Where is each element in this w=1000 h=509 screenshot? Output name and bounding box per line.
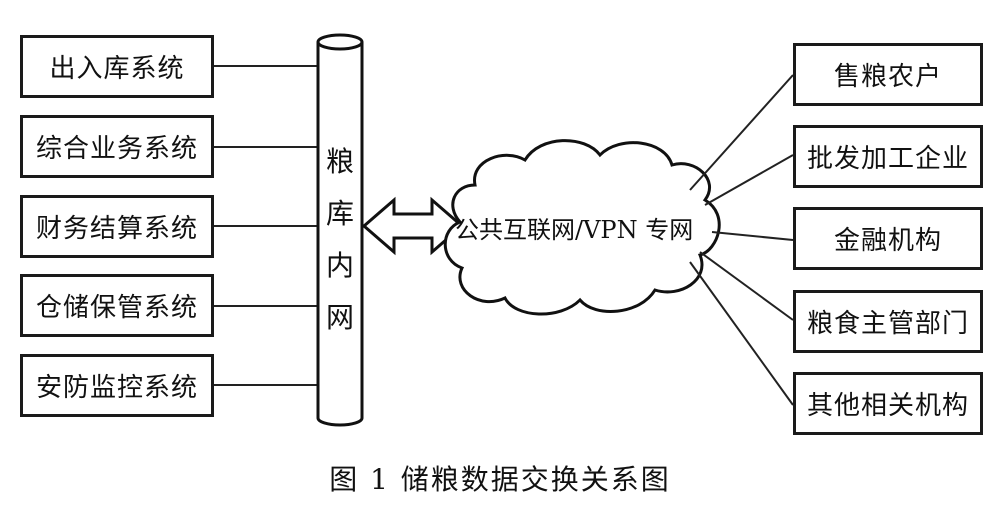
right-entity-box: 粮食主管部门 (793, 290, 983, 353)
right-entity-label: 批发加工企业 (806, 144, 969, 174)
right-entity-box: 批发加工企业 (793, 125, 983, 188)
left-system-label: 财务结算系统 (35, 214, 198, 244)
right-entity-box: 其他相关机构 (793, 372, 983, 435)
connector-line (704, 154, 794, 206)
right-entity-box: 金融机构 (793, 207, 983, 270)
connector-line (699, 251, 794, 321)
right-entity-box: 售粮农户 (793, 43, 983, 106)
left-system-box: 财务结算系统 (20, 195, 214, 258)
left-system-label: 仓储保管系统 (35, 293, 198, 323)
pipe-label-char: 网 (325, 301, 354, 334)
connector-line (689, 261, 794, 406)
left-system-box: 仓储保管系统 (20, 274, 214, 337)
cloud-label: 公共互联网/VPN 专网 (455, 216, 694, 244)
left-connectors (214, 65, 318, 386)
connector-line (711, 231, 794, 241)
right-connectors (689, 74, 794, 406)
right-entity-label: 售粮农户 (833, 62, 942, 92)
left-system-box: 综合业务系统 (20, 115, 214, 178)
pipe-label-char: 库 (325, 197, 354, 230)
right-entity-label: 粮食主管部门 (806, 309, 969, 339)
cloud-icon (443, 139, 721, 316)
left-system-box: 出入库系统 (20, 35, 214, 98)
right-entity-label: 金融机构 (833, 226, 942, 256)
left-system-label: 安防监控系统 (35, 373, 198, 403)
pipe-label-char: 内 (325, 249, 354, 282)
left-system-box: 安防监控系统 (20, 354, 214, 417)
intranet-pipe (316, 33, 364, 427)
figure-caption: 图 1 储粮数据交换关系图 (329, 463, 671, 496)
left-system-label: 出入库系统 (49, 54, 185, 84)
pipe-label-char: 粮 (325, 145, 354, 178)
right-entity-label: 其他相关机构 (806, 391, 969, 421)
left-system-label: 综合业务系统 (35, 134, 198, 164)
connector-line (689, 74, 794, 191)
